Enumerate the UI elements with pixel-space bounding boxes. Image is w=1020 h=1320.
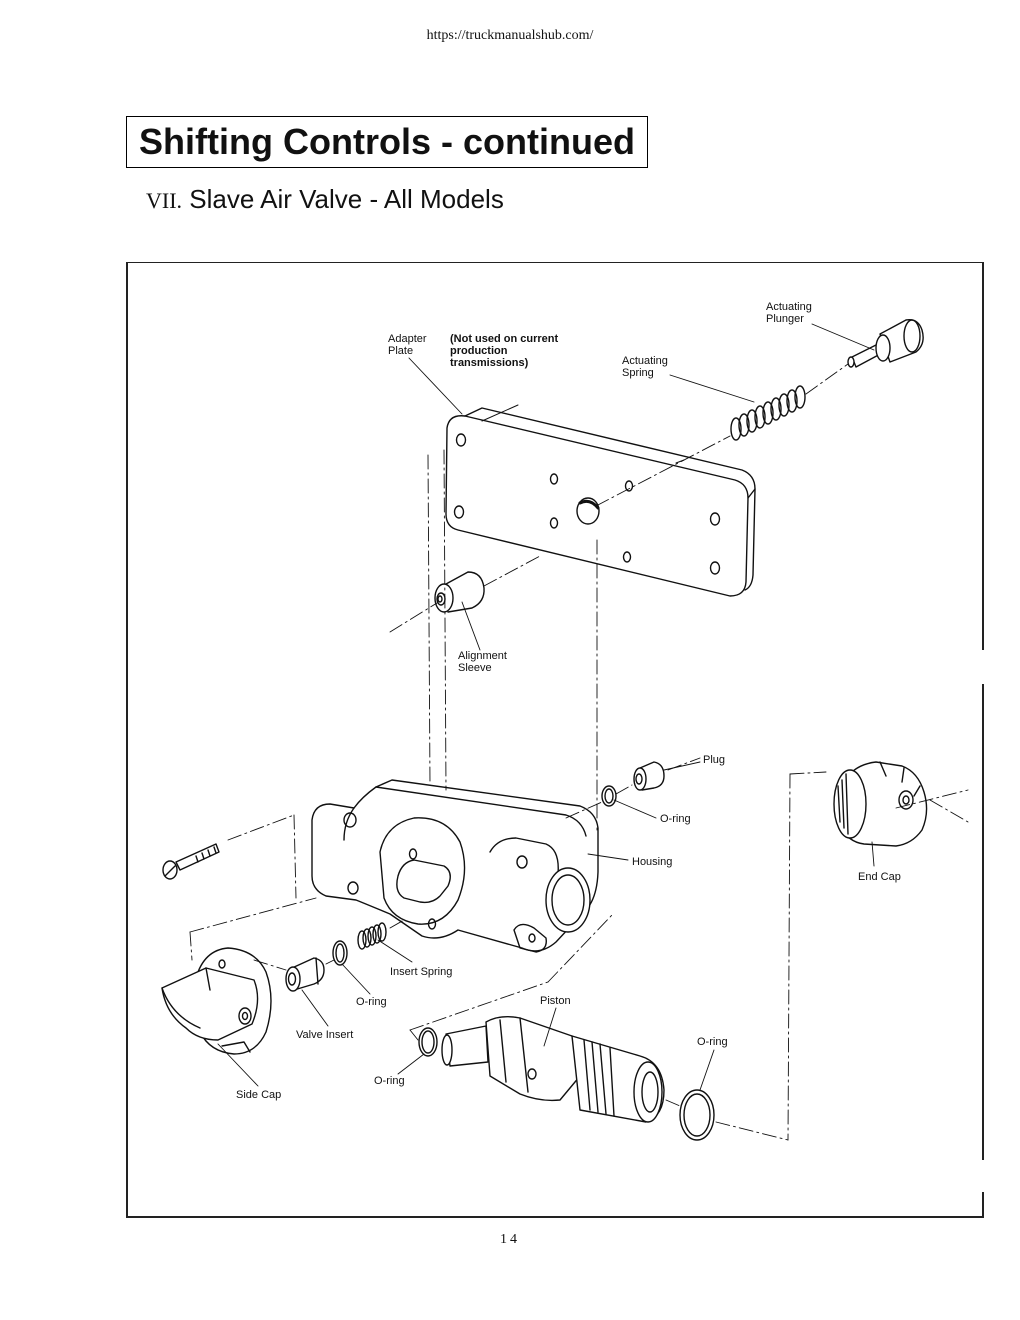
label-adapter-plate-1: Adapter [388,333,427,345]
label-housing: Housing [632,856,672,868]
label-actuating-plunger-2: Plunger [766,313,804,325]
label-piston: Piston [540,995,571,1007]
source-url[interactable]: https://truckmanualshub.com/ [426,28,594,43]
frame-right-edge-top [982,262,984,650]
label-o-ring-piston-right: O-ring [697,1036,728,1048]
leader-lines [217,323,875,1091]
label-o-ring-insert: O-ring [356,996,387,1008]
page-number: 14 [500,1232,520,1247]
label-not-used-2: production [450,345,508,357]
adapter-plate [445,407,756,597]
label-plug: Plug [703,754,725,766]
end-cap [833,761,928,847]
side-cap [161,947,272,1055]
o-ring-piston-right [679,1089,715,1141]
section-title: Shifting Controls - continued [139,121,635,162]
label-o-ring-piston-left: O-ring [374,1075,405,1087]
plug [633,761,665,791]
label-insert-spring: Insert Spring [390,966,452,978]
label-not-used-1: (Not used on current [450,333,559,345]
label-alignment-sleeve-1: Alignment [458,650,507,662]
label-actuating-plunger-1: Actuating [766,301,812,313]
o-ring-piston-left [418,1027,438,1057]
housing [311,779,599,953]
valve-insert [285,957,325,992]
subsection-number: VII. [146,188,183,213]
alignment-sleeve [434,571,485,613]
actuating-spring [730,385,806,441]
label-valve-insert: Valve Insert [296,1029,353,1041]
diagram-frame [126,262,984,1218]
bolt [162,843,220,880]
frame-right-edge-middle [982,684,984,1160]
section-title-box: Shifting Controls - continued [126,116,648,168]
label-side-cap: Side Cap [236,1089,281,1101]
subsection-title: Slave Air Valve - All Models [189,184,504,214]
subsection-heading: VII. Slave Air Valve - All Models [146,184,504,215]
label-alignment-sleeve-2: Sleeve [458,662,492,674]
label-actuating-spring-1: Actuating [622,355,668,367]
assembly-center-lines [189,363,969,1141]
frame-right-edge-bottom [982,1192,984,1218]
label-actuating-spring-2: Spring [622,367,654,379]
piston [441,1015,665,1123]
insert-spring [357,922,387,950]
label-not-used-3: transmissions) [450,357,529,369]
o-ring-insert [332,940,348,966]
actuating-plunger [847,319,924,368]
label-adapter-plate-2: Plate [388,345,413,357]
label-o-ring-plug: O-ring [660,813,691,825]
o-ring-plug [601,785,617,807]
label-end-cap: End Cap [858,871,901,883]
